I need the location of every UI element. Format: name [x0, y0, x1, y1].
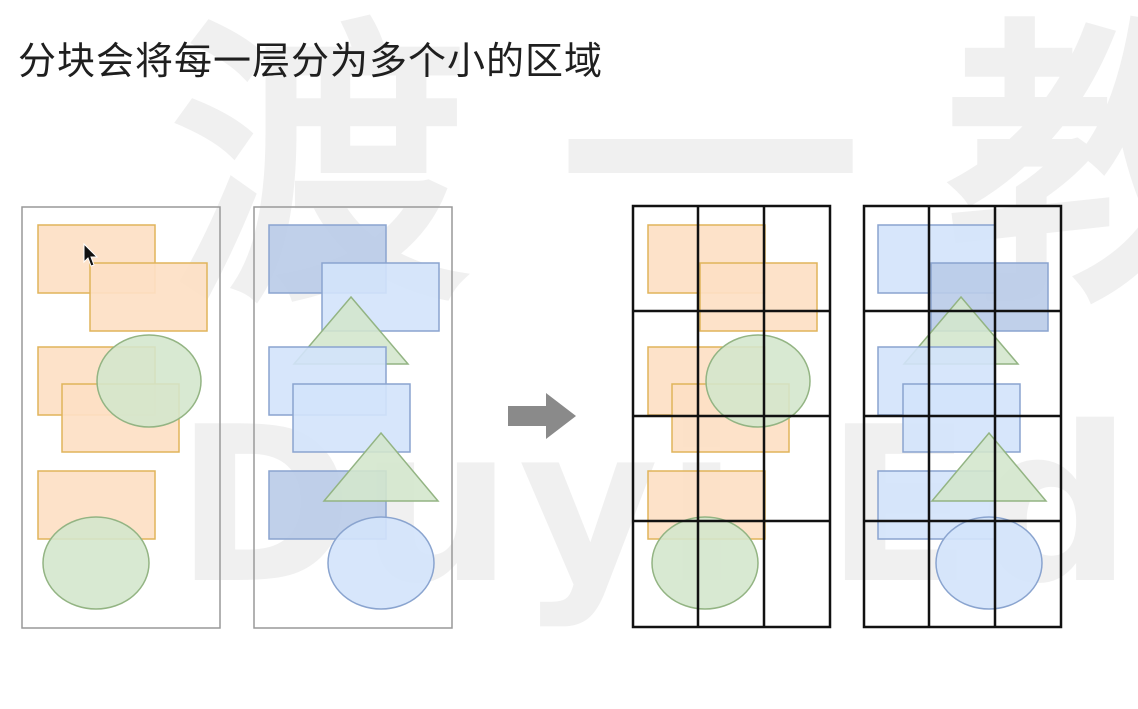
circle-shape — [96, 334, 202, 428]
circle-shape — [651, 516, 759, 610]
tile-grid — [631, 204, 832, 629]
rect-shape — [292, 383, 411, 453]
triangle-shape — [930, 431, 1048, 502]
tile-grid — [862, 204, 1063, 629]
rect-shape — [699, 262, 818, 332]
layer-panel-blue — [253, 206, 453, 629]
rect-shape — [89, 262, 208, 332]
circle-shape — [705, 334, 811, 428]
layer-panel-orange — [21, 206, 221, 629]
tiled-layer-blue — [862, 204, 1063, 629]
circle-shape — [327, 516, 435, 610]
layer-border — [21, 206, 221, 629]
layer-border — [253, 206, 453, 629]
slide-title: 分块会将每一层分为多个小的区域 — [18, 39, 604, 83]
tiled-layer-orange — [631, 204, 832, 629]
mouse-cursor-icon — [83, 242, 99, 267]
circle-shape — [42, 516, 150, 610]
arrow-right-icon — [508, 393, 576, 439]
triangle-shape — [322, 431, 440, 502]
circle-shape — [935, 516, 1043, 610]
rect-shape — [902, 383, 1021, 453]
